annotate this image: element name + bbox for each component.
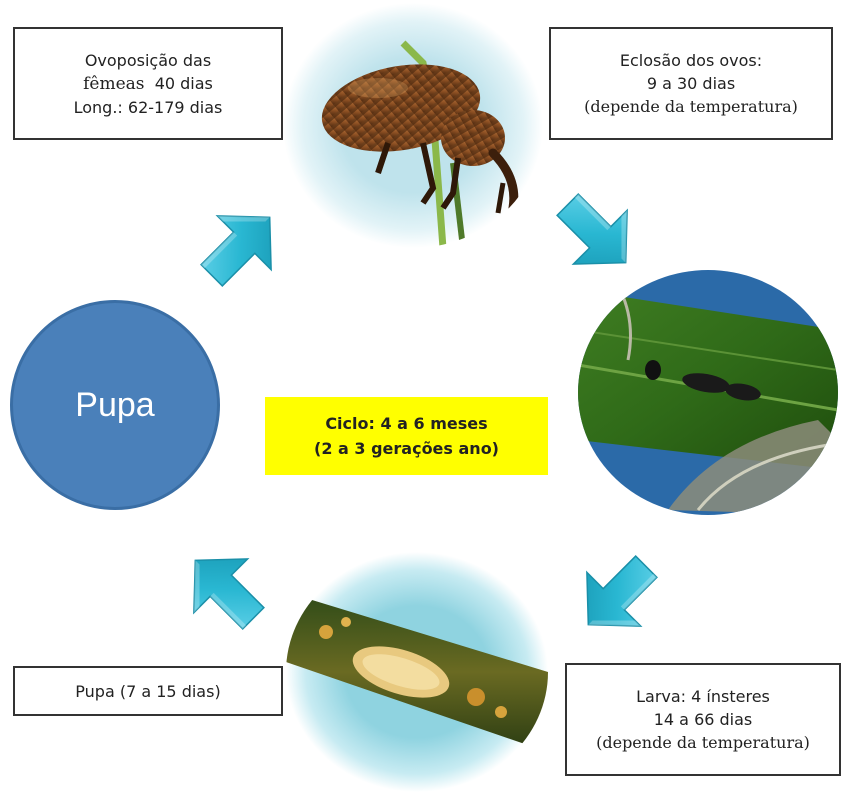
cycle-arrow-icon-to-pupa (167, 532, 281, 646)
adult-weevil-photo (283, 3, 543, 248)
eggs-stage-box: Eclosão dos ovos: 9 a 30 dias (depende d… (549, 27, 833, 140)
larva-line-2: 14 a 66 dias (653, 710, 753, 729)
adult-line-2: fêmeas 40 dias (83, 72, 213, 96)
adult-line-2-word: fêmeas (83, 73, 145, 94)
cycle-summary-line-1: Ciclo: 4 a 6 meses (325, 414, 488, 433)
eggs-line-3: (depende da temperatura) (584, 97, 798, 116)
pupa-stage-box: Pupa (7 a 15 dias) (13, 666, 283, 716)
larva-stem-photo (286, 552, 548, 792)
larva-stage-box: Larva: 4 ínsteres 14 a 66 dias (depende … (565, 663, 841, 776)
cycle-arrow-icon-to-adult (184, 189, 298, 303)
pupa-circle: Pupa (10, 300, 220, 510)
cycle-arrow-icon-to-larva (560, 539, 674, 653)
adult-stage-box: Ovoposição das fêmeas 40 dias Long.: 62-… (13, 27, 283, 140)
eggs-line-2: 9 a 30 dias (646, 74, 736, 93)
adult-line-1: Ovoposição das (84, 50, 212, 70)
adult-line-2-rest: 40 dias (154, 73, 213, 93)
eggs-leaf-photo (578, 270, 838, 515)
eggs-line-1: Eclosão dos ovos: (619, 51, 763, 70)
larva-line-3: (depende da temperatura) (596, 733, 810, 752)
pupa-stage-label: Pupa (7 a 15 dias) (75, 681, 221, 701)
larva-line-1: Larva: 4 ínsteres (636, 687, 770, 706)
cycle-summary-box: Ciclo: 4 a 6 meses (2 a 3 gerações ano) (265, 397, 548, 475)
pupa-circle-label: Pupa (75, 385, 155, 424)
adult-line-3: Long.: 62-179 dias (73, 97, 223, 117)
cycle-arrow-icon-to-eggs (540, 177, 654, 291)
cycle-summary-line-2: (2 a 3 gerações ano) (314, 439, 499, 458)
